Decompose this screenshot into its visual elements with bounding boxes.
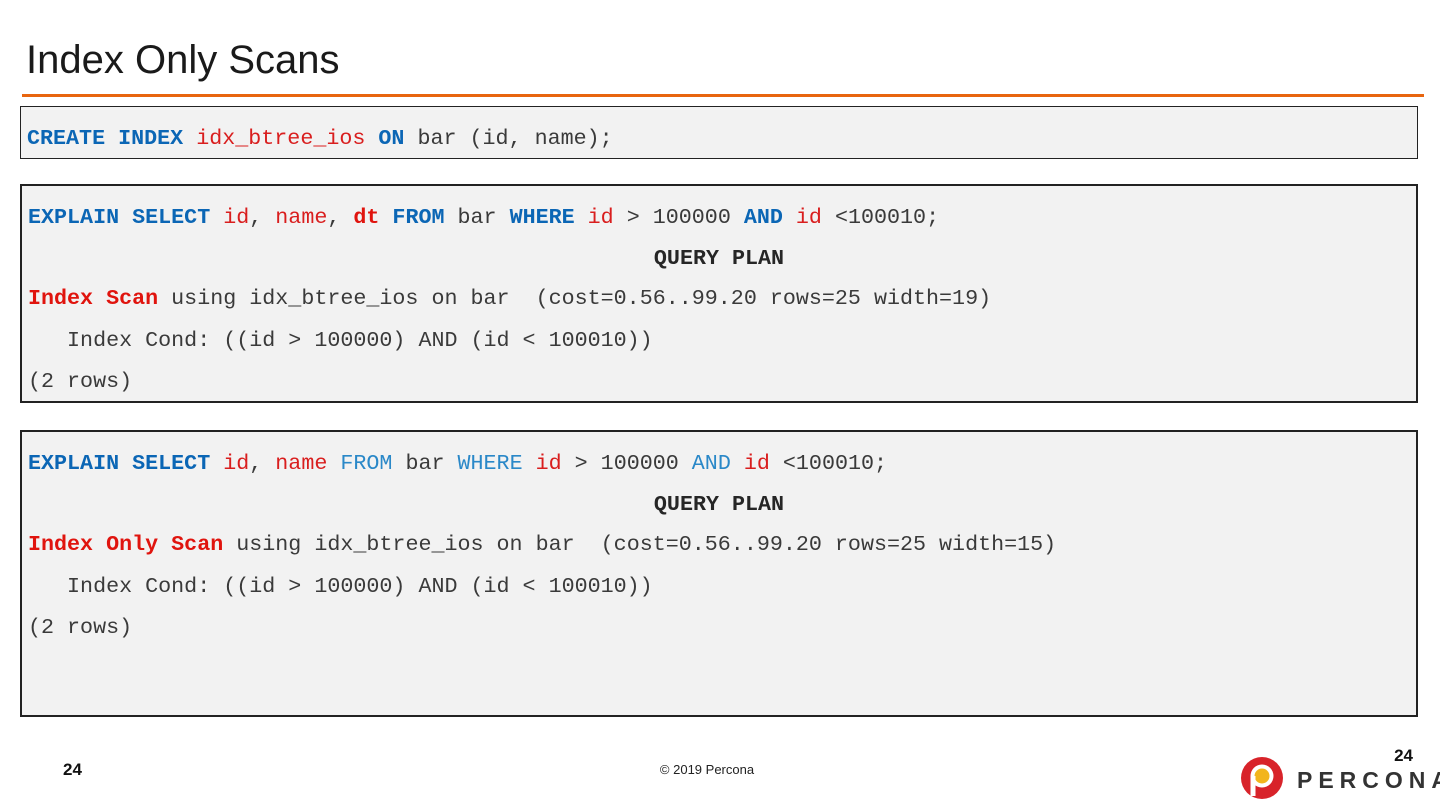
- sql-text: ,: [249, 451, 276, 476]
- sql-keyword: WHERE: [457, 451, 523, 476]
- column-name: id: [210, 205, 250, 230]
- title-divider: [22, 94, 1424, 97]
- plan-index-cond: Index Cond: ((id > 100000) AND (id < 100…: [28, 328, 653, 353]
- sql-keyword: AND: [743, 205, 783, 230]
- sql-keyword: FROM: [379, 205, 445, 230]
- create-index-statement: CREATE INDEX idx_btree_ios ON bar (id, n…: [27, 127, 613, 151]
- query-plan-header: QUERY PLAN: [653, 246, 785, 271]
- query-plan-header: QUERY PLAN: [653, 492, 785, 517]
- copyright-text: © 2019 Percona: [659, 762, 755, 777]
- sql-text: bar (id, name);: [404, 126, 613, 151]
- page-number-right: 24: [1394, 746, 1413, 765]
- sql-text: <100010;: [821, 205, 940, 230]
- sql-keyword: ON: [378, 126, 405, 151]
- sql-keyword: WHERE: [509, 205, 575, 230]
- column-name: id: [522, 451, 562, 476]
- sql-keyword: CREATE INDEX: [27, 126, 184, 151]
- scan-type: Index Only Scan: [28, 532, 224, 557]
- create-index-code-block: CREATE INDEX idx_btree_ios ON bar (id, n…: [20, 106, 1418, 159]
- plan-scan-line: Index Only Scan using idx_btree_ios on b…: [28, 533, 1056, 557]
- column-name-highlight: dt: [353, 205, 380, 230]
- brand-wordmark: PERCONA: [1297, 767, 1440, 793]
- sql-text: > 100000: [561, 451, 692, 476]
- table-name: bar: [392, 451, 458, 476]
- sql-keyword: EXPLAIN SELECT: [28, 451, 211, 476]
- sql-keyword: FROM: [327, 451, 393, 476]
- sql-keyword: EXPLAIN SELECT: [28, 205, 211, 230]
- index-scan-code-block: EXPLAIN SELECT id, name, dt FROM bar WHE…: [20, 184, 1418, 403]
- explain-query: EXPLAIN SELECT id, name FROM bar WHERE i…: [28, 452, 887, 476]
- column-name: id: [574, 205, 614, 230]
- page-number-left: 24: [63, 760, 82, 779]
- percona-logo-icon: [1240, 756, 1286, 807]
- index-name: idx_btree_ios: [183, 126, 379, 151]
- explain-query: EXPLAIN SELECT id, name, dt FROM bar WHE…: [28, 206, 939, 230]
- scan-details: using idx_btree_ios on bar (cost=0.56..9…: [223, 532, 1057, 557]
- column-name: id: [210, 451, 250, 476]
- index-only-scan-code-block: EXPLAIN SELECT id, name FROM bar WHERE i…: [20, 430, 1418, 717]
- column-name: name: [275, 205, 328, 230]
- column-name: id: [782, 205, 822, 230]
- sql-text: ,: [249, 205, 276, 230]
- plan-row-count: (2 rows): [28, 369, 133, 394]
- table-name: bar: [444, 205, 510, 230]
- sql-text: > 100000: [613, 205, 744, 230]
- scan-type: Index Scan: [28, 286, 159, 311]
- plan-row-count: (2 rows): [28, 615, 133, 640]
- slide-title: Index Only Scans: [26, 38, 340, 82]
- sql-keyword: AND: [691, 451, 731, 476]
- sql-text: ,: [327, 205, 354, 230]
- column-name: id: [730, 451, 770, 476]
- plan-scan-line: Index Scan using idx_btree_ios on bar (c…: [28, 287, 991, 311]
- plan-index-cond: Index Cond: ((id > 100000) AND (id < 100…: [28, 574, 653, 599]
- column-name: name: [275, 451, 328, 476]
- scan-details: using idx_btree_ios on bar (cost=0.56..9…: [158, 286, 992, 311]
- sql-text: <100010;: [769, 451, 888, 476]
